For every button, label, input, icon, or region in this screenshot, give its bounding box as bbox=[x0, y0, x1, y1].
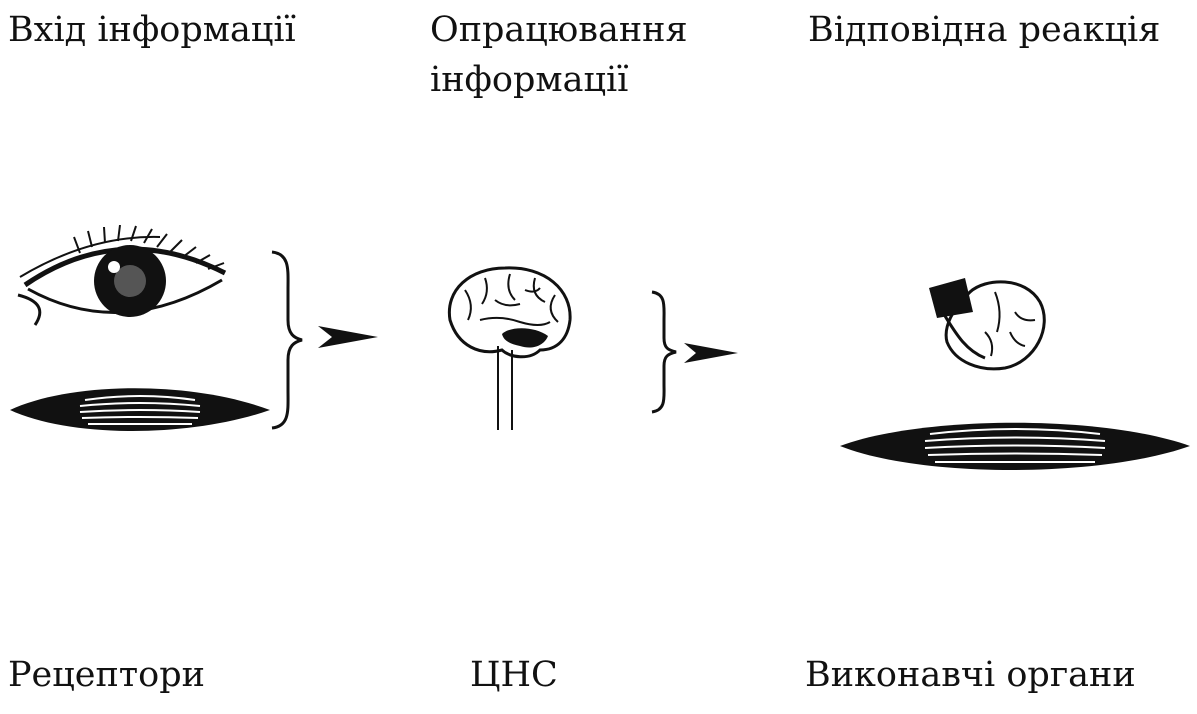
arrow-icon bbox=[684, 343, 740, 363]
muscle-icon bbox=[10, 380, 270, 440]
stage-processing-label: Опрацювання інформації bbox=[430, 5, 730, 105]
stage-input-label: Вхід інформації bbox=[8, 5, 296, 55]
cns-label: ЦНС bbox=[470, 650, 558, 700]
stage-response-label: Відповідна реакція bbox=[808, 5, 1160, 55]
brain-icon bbox=[440, 260, 580, 440]
brace-icon bbox=[268, 250, 308, 430]
effectors-label: Виконавчі органи bbox=[805, 650, 1136, 700]
brace-icon bbox=[648, 290, 682, 414]
eye-icon bbox=[10, 225, 250, 345]
receptors-label: Рецептори bbox=[8, 650, 205, 700]
heart-icon bbox=[925, 272, 1055, 382]
muscle-icon bbox=[840, 412, 1190, 482]
arrow-icon bbox=[318, 326, 380, 348]
